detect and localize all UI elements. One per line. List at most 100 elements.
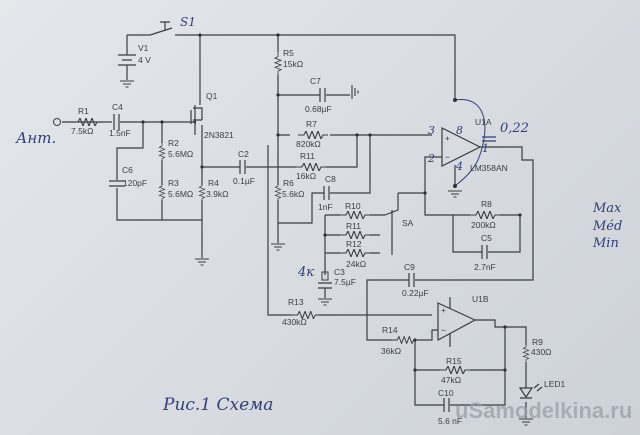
v1-value: 4 V bbox=[138, 55, 151, 65]
cap-note: 0,22 bbox=[500, 121, 529, 136]
capacitor-c9 bbox=[408, 273, 415, 287]
resistor-r11-16k bbox=[296, 163, 326, 171]
pin4-label: 4 bbox=[455, 160, 463, 173]
u1b-label: U1B bbox=[472, 294, 489, 304]
r2-value: 5.6MΩ bbox=[168, 149, 193, 159]
opamp-u1a: + − U1A LM358AN bbox=[441, 117, 508, 198]
c7-label: C7 bbox=[310, 76, 321, 86]
capacitor-c3: C37.5µF 4к bbox=[297, 265, 356, 306]
r9-value: 430Ω bbox=[531, 347, 552, 357]
capacitor-c5 bbox=[481, 245, 488, 259]
capacitor-c2 bbox=[239, 160, 246, 174]
figure-caption: Рис.1 Схема bbox=[162, 395, 273, 415]
sa-label: SA bbox=[402, 218, 414, 228]
r6-label: R6 bbox=[283, 178, 294, 188]
c5-value: 2.7nF bbox=[474, 262, 496, 272]
r15-value: 47kΩ bbox=[441, 375, 461, 385]
resistor-r1 bbox=[72, 118, 102, 126]
svg-text:+: + bbox=[445, 133, 450, 143]
r1-value: 7.5kΩ bbox=[71, 126, 93, 136]
c8-label: C8 bbox=[325, 174, 336, 184]
r3-label: R3 bbox=[168, 178, 179, 188]
q1-value: 2N3821 bbox=[204, 130, 234, 140]
resistor-r8 bbox=[470, 211, 500, 219]
r5-label: R5 bbox=[283, 48, 294, 58]
c2-value: 0.1µF bbox=[233, 176, 255, 186]
svg-text:+: + bbox=[441, 305, 446, 315]
wires bbox=[62, 34, 534, 418]
resistor-r12 bbox=[340, 249, 370, 257]
mode-min-label: Min bbox=[592, 236, 619, 251]
antenna-label: Ант. bbox=[15, 129, 56, 147]
r14-value: 36kΩ bbox=[381, 346, 401, 356]
resistor-r7 bbox=[298, 131, 328, 139]
switch-s1: S1 bbox=[149, 15, 196, 36]
r5-value: 15kΩ bbox=[283, 59, 303, 69]
resistor-r2 bbox=[158, 142, 166, 162]
c7-value: 0.68µF bbox=[305, 104, 332, 114]
resistor-r10 bbox=[340, 211, 370, 219]
r11a-label: R11 bbox=[300, 151, 315, 161]
led1: LED1 bbox=[518, 379, 566, 426]
u1a-value: LM358AN bbox=[470, 163, 508, 173]
r13-value: 430kΩ bbox=[282, 317, 307, 327]
c8-value: 1nF bbox=[318, 202, 333, 212]
r14-label: R14 bbox=[382, 325, 398, 335]
resistor-r11 bbox=[340, 231, 370, 239]
v1-label: V1 bbox=[138, 43, 149, 53]
r7-label: R7 bbox=[306, 119, 317, 129]
r6-value: 5.6kΩ bbox=[282, 189, 304, 199]
selector-switch-sa[interactable]: SA bbox=[384, 193, 414, 228]
mode-med-label: Méd bbox=[592, 219, 622, 234]
capacitor-c7 bbox=[319, 88, 326, 102]
resistor-r6 bbox=[274, 182, 282, 202]
s1-label: S1 bbox=[180, 15, 196, 29]
led1-label: LED1 bbox=[544, 379, 566, 389]
r13-label: R13 bbox=[288, 297, 304, 307]
c9-value: 0.22µF bbox=[402, 288, 429, 298]
pin3-label: 3 bbox=[428, 124, 435, 137]
pin1-label: 1 bbox=[482, 142, 489, 155]
capacitor-c6 bbox=[109, 180, 125, 187]
r4-value: 3.9kΩ bbox=[206, 189, 228, 199]
ground-icon bbox=[351, 85, 359, 99]
r12-value: 24kΩ bbox=[346, 259, 366, 269]
c3-value: 7.5µF bbox=[334, 277, 356, 287]
r7-value: 820kΩ bbox=[296, 139, 321, 149]
ground-icon bbox=[271, 243, 285, 251]
pin2-label: 2 bbox=[427, 152, 435, 165]
c4-value: 1.5nF bbox=[109, 128, 131, 138]
opamp-u1b: + − U1B bbox=[437, 294, 489, 347]
resistor-r14 bbox=[392, 336, 418, 344]
r2-label: R2 bbox=[168, 138, 179, 148]
r8-value: 200kΩ bbox=[471, 220, 496, 230]
c2-label: C2 bbox=[238, 149, 249, 159]
c6-label: C6 bbox=[122, 165, 133, 175]
resistor-r4 bbox=[198, 182, 206, 202]
r10-label: R10 bbox=[345, 201, 361, 211]
added-capacitor bbox=[482, 136, 496, 142]
r8-label: R8 bbox=[481, 199, 492, 209]
resistor-r9 bbox=[522, 343, 530, 363]
c10-value: 5.6 nF bbox=[438, 416, 462, 426]
resistor-r15 bbox=[440, 366, 470, 374]
mode-max-label: Max bbox=[592, 201, 622, 216]
resistor-r5 bbox=[274, 52, 282, 75]
battery-v1: V14 V bbox=[118, 43, 151, 88]
c4-label: C4 bbox=[112, 102, 123, 112]
svg-text:−: − bbox=[441, 325, 446, 335]
u1a-label: U1A bbox=[475, 117, 492, 127]
c9-label: C9 bbox=[404, 262, 415, 272]
c5-label: C5 bbox=[481, 233, 492, 243]
r12-label: R12 bbox=[346, 239, 362, 249]
ground-icon bbox=[195, 258, 209, 266]
r3-value: 5.6MΩ bbox=[168, 189, 193, 199]
capacitor-c10 bbox=[443, 398, 450, 412]
pin8-label: 8 bbox=[456, 124, 463, 137]
svg-text:−: − bbox=[445, 152, 450, 162]
r11b-label: R11 bbox=[346, 221, 361, 231]
c10-label: C10 bbox=[438, 388, 454, 398]
resistor-r3 bbox=[158, 182, 166, 202]
